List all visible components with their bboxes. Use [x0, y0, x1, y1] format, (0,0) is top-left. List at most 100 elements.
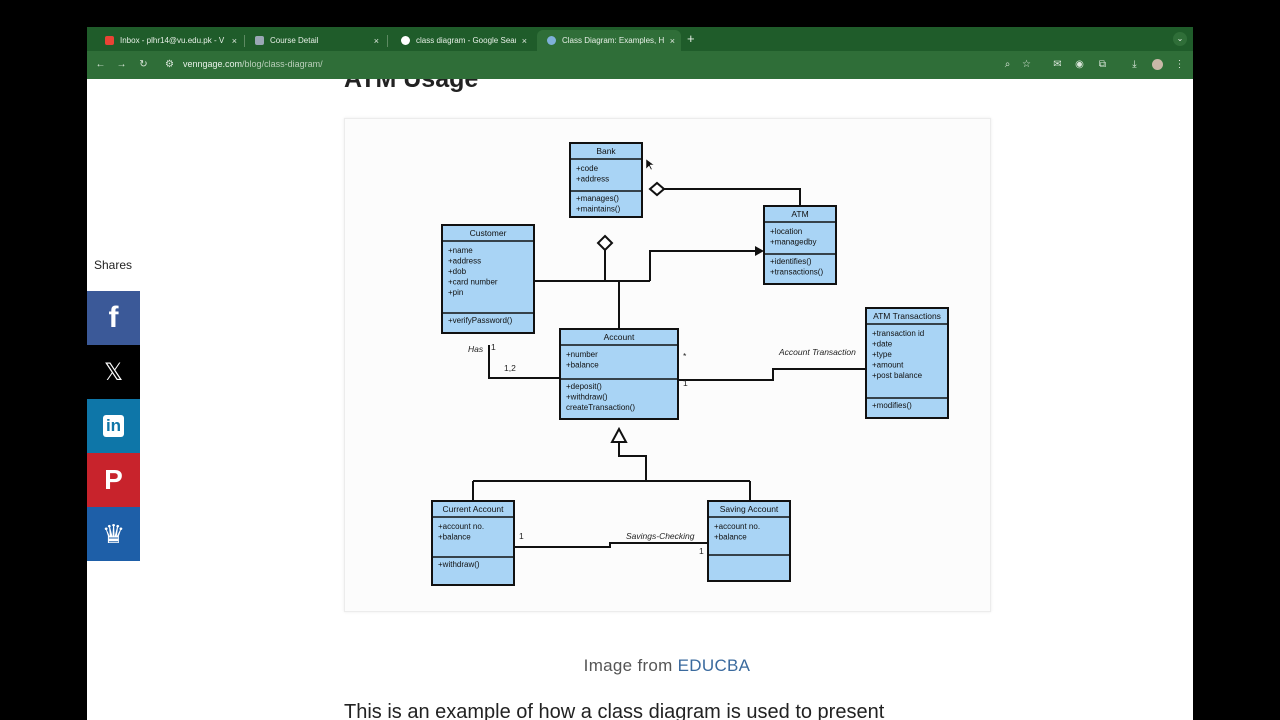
download-icon[interactable]: ⤓: [1132, 59, 1137, 70]
class-box: [865, 307, 949, 419]
linkedin-share-button[interactable]: in: [87, 399, 140, 453]
class-title: Bank: [596, 146, 616, 156]
class-title: ATM: [791, 209, 808, 219]
tab-class-diagram[interactable]: Class Diagram: Examples, Ho ×: [537, 30, 681, 51]
class-operation: +verifyPassword(): [448, 316, 513, 325]
label-savings-checking: Savings-Checking: [626, 531, 695, 541]
class-customer: Customer+name+address+dob+card number+pi…: [441, 224, 535, 334]
class-operation: +deposit(): [566, 382, 602, 391]
mail-extension-icon[interactable]: ✉: [1053, 59, 1062, 70]
class-attribute: +address: [448, 257, 481, 266]
class-attribute: +name: [448, 246, 473, 255]
close-icon[interactable]: ×: [521, 35, 527, 46]
class-saving-account: Saving Account+account no.+balance: [707, 500, 791, 582]
label-has-many: 1,2: [504, 363, 516, 373]
facebook-share-button[interactable]: f: [87, 291, 140, 345]
class-diagram-figure: Bank+code+address+manages()+maintains() …: [344, 118, 991, 612]
class-operation: +manages(): [576, 194, 619, 203]
body-paragraph: This is an example of how a class diagra…: [344, 701, 885, 720]
class-attribute: +dob: [448, 267, 467, 276]
class-operation: +withdraw(): [566, 393, 608, 402]
bookmark-star-icon[interactable]: ☆: [1022, 59, 1031, 70]
extension-icon[interactable]: ◉: [1075, 59, 1084, 70]
x-icon: 𝕏: [103, 358, 124, 386]
menu-kebab-icon[interactable]: ⋮: [1174, 59, 1185, 70]
tab-search-button[interactable]: ⌄: [1173, 32, 1187, 46]
extensions-puzzle-icon[interactable]: ⧉: [1098, 59, 1107, 70]
class-title: Current Account: [443, 504, 505, 514]
venngage-icon: [547, 36, 556, 45]
label-sc-left: 1: [519, 531, 524, 541]
tab-title: Inbox - plhr14@vu.edu.pk - V: [120, 36, 225, 45]
label-has: Has: [468, 344, 484, 354]
shares-label: Shares: [94, 258, 133, 272]
class-title: Account: [604, 332, 635, 342]
caption-prefix: Image from: [583, 656, 678, 675]
class-attribute: +account no.: [438, 522, 484, 531]
tab-inbox[interactable]: Inbox - plhr14@vu.edu.pk - V ×: [95, 30, 243, 51]
google-icon: [401, 36, 410, 45]
class-attribute: +location: [770, 227, 802, 236]
tab-title: Course Detail: [270, 36, 319, 45]
tab-google-search[interactable]: class diagram - Google Searc ×: [391, 30, 533, 51]
class-operation: +transactions(): [770, 268, 823, 277]
label-acct-one: 1: [683, 378, 688, 388]
web-page: ATM Usage Shares f 𝕏 in P ♛: [87, 79, 1193, 720]
close-icon[interactable]: ×: [669, 35, 675, 46]
label-has-one: 1: [491, 342, 496, 352]
class-attribute: +transaction id: [872, 329, 924, 338]
linkedin-icon: in: [102, 415, 125, 437]
class-attribute: +type: [872, 350, 892, 359]
class-attribute: +address: [576, 175, 609, 184]
zoom-icon[interactable]: ⌕: [1004, 59, 1011, 70]
mouse-cursor-icon: [645, 158, 655, 171]
class-operation: +maintains(): [576, 205, 621, 214]
facebook-icon: f: [108, 301, 119, 334]
tab-title: Class Diagram: Examples, Ho: [562, 36, 664, 45]
class-operation: +modifies(): [872, 401, 912, 410]
class-box: [707, 500, 791, 582]
back-icon[interactable]: ←: [95, 59, 106, 70]
class-account: Account+number+balance+deposit()+withdra…: [559, 328, 679, 420]
address-bar[interactable]: venngage.com/blog/class-diagram/: [183, 59, 323, 69]
class-attribute: +pin: [448, 288, 463, 297]
class-operation: +identifies(): [770, 257, 812, 266]
close-icon[interactable]: ×: [231, 35, 237, 46]
generalization-triangle: [610, 426, 628, 443]
pinterest-share-button[interactable]: P: [87, 453, 140, 507]
class-title: Saving Account: [720, 504, 779, 514]
browser-window: Inbox - plhr14@vu.edu.pk - V × Course De…: [87, 27, 1193, 720]
profile-avatar-icon[interactable]: [1152, 59, 1163, 70]
sumo-share-button[interactable]: ♛: [87, 507, 140, 561]
educba-link[interactable]: EDUCBA: [677, 656, 751, 675]
x-share-button[interactable]: 𝕏: [87, 345, 140, 399]
label-account-transaction: Account Transaction: [778, 347, 856, 357]
tab-title: class diagram - Google Searc: [416, 36, 516, 45]
class-attribute: +post balance: [872, 371, 923, 380]
figure-caption: Image from EDUCBA: [87, 656, 1193, 676]
class-attribute: +balance: [566, 361, 599, 370]
class-title: Customer: [470, 228, 507, 238]
url-host: venngage.com: [183, 59, 243, 69]
reload-icon[interactable]: ↻: [139, 59, 148, 70]
aggregation-diamond: [596, 234, 614, 252]
class-bank: Bank +code +address +manages() +maintains(): [569, 142, 643, 218]
pinterest-icon: P: [104, 464, 123, 495]
class-box: [569, 142, 643, 218]
section-heading: ATM Usage: [344, 79, 479, 93]
uml-diagram: Bank+code+address+manages()+maintains() …: [431, 142, 949, 586]
label-acct-star: *: [683, 351, 687, 361]
site-info-icon[interactable]: ⚙: [165, 59, 174, 70]
class-attribute: +code: [576, 164, 599, 173]
crown-icon: ♛: [101, 518, 126, 549]
tab-course-detail[interactable]: Course Detail ×: [245, 30, 385, 51]
class-operation: createTransaction(): [566, 403, 635, 412]
close-icon[interactable]: ×: [373, 35, 379, 46]
forward-icon[interactable]: →: [116, 59, 127, 70]
tab-strip: Inbox - plhr14@vu.edu.pk - V × Course De…: [87, 27, 1193, 51]
class-current-account: Current Account+account no.+balance+with…: [431, 500, 515, 586]
class-box: [763, 205, 837, 285]
new-tab-button[interactable]: +: [687, 31, 695, 46]
course-icon: [255, 36, 264, 45]
class-attribute: +balance: [714, 533, 747, 542]
